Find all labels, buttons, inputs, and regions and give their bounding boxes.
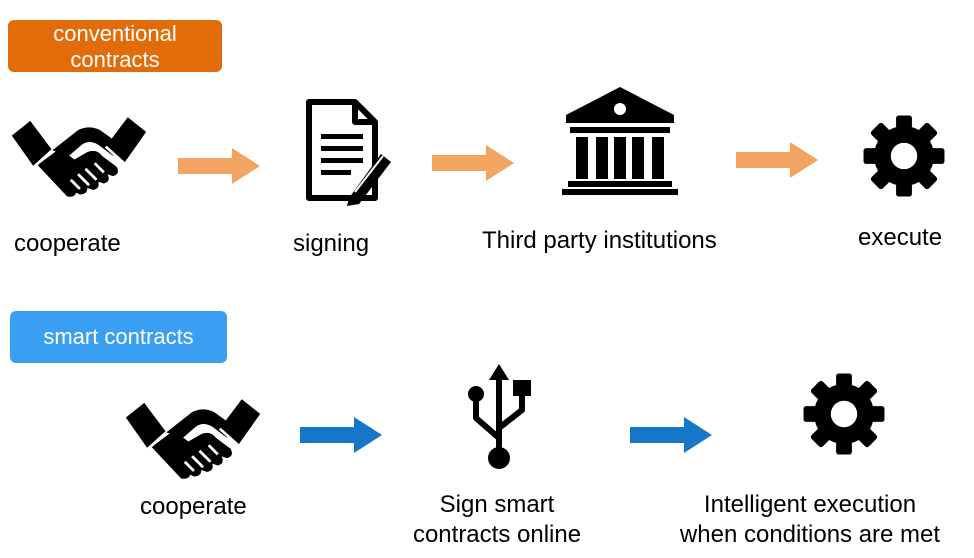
arrow-right-icon: [630, 417, 712, 453]
step-label-cooperate: cooperate: [140, 493, 247, 520]
handshake-icon: [8, 108, 150, 200]
step-label-line: Intelligent execution: [703, 491, 917, 518]
step-label-third-party-institutions: Third party institutions: [482, 227, 717, 254]
arrow-right-icon: [300, 417, 382, 453]
bank-building-icon: [562, 87, 678, 195]
step-label-line: Sign smart: [439, 491, 555, 518]
step-label-execute: execute: [858, 224, 943, 251]
gear-icon: [800, 370, 888, 458]
step-label-cooperate: cooperate: [14, 230, 121, 257]
smart-contracts-badge: smart contracts: [10, 311, 227, 363]
step-label-signing: signing: [293, 230, 370, 257]
arrow-right-icon: [736, 142, 818, 178]
usb-icon: [468, 364, 531, 469]
document-pen-icon: [306, 99, 391, 206]
handshake-icon: [122, 390, 264, 482]
step-label-line: contracts online: [412, 521, 582, 548]
arrow-right-icon: [432, 145, 514, 181]
arrow-right-icon: [178, 148, 260, 184]
conventional-contracts-badge: conventional contracts: [8, 20, 222, 72]
gear-icon: [860, 112, 948, 200]
step-label-sign-smart-contracts-online: Sign smart contracts online: [392, 490, 602, 550]
step-label-line: when conditions are met: [679, 521, 941, 548]
step-label-intelligent-execution: Intelligent execution when conditions ar…: [660, 490, 960, 550]
